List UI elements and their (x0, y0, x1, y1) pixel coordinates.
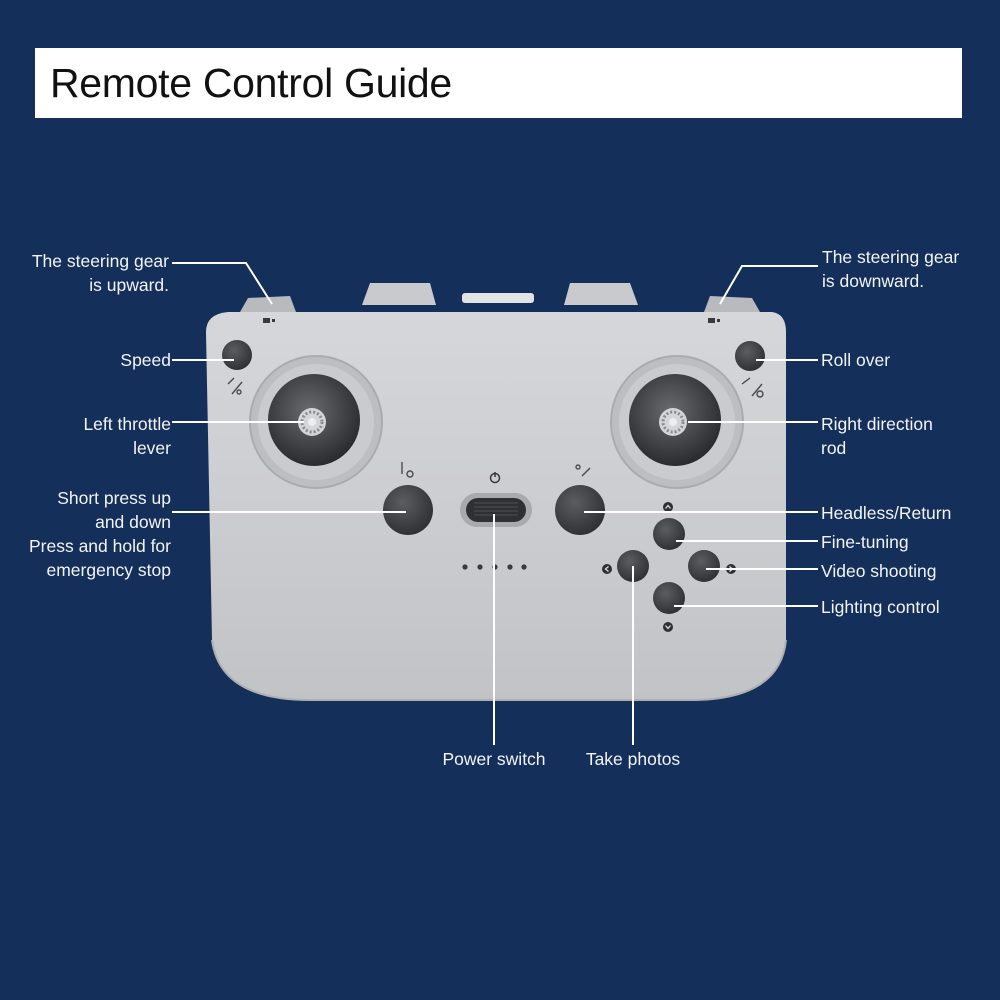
title-bar: Remote Control Guide (35, 48, 962, 118)
page-title: Remote Control Guide (50, 59, 452, 106)
roll-over-icon (741, 377, 764, 398)
arrow-icon (663, 502, 673, 512)
label-line: Short press up (57, 488, 171, 508)
headless-return-icon (575, 464, 591, 477)
joystick-icon (659, 408, 687, 436)
label-line: Video shooting (821, 561, 937, 581)
top-tabs (240, 283, 760, 312)
label-line: Lighting control (821, 597, 940, 617)
label-line: Headless/Return (821, 503, 952, 523)
label-steering-gear-downward: The steering gear is downward. (822, 245, 959, 293)
label-line: is upward. (89, 275, 169, 295)
label-line: lever (133, 438, 171, 458)
label-speed: Speed (120, 348, 171, 372)
speed-icon (227, 377, 243, 395)
headless-return-button[interactable] (555, 485, 605, 535)
label-left-throttle-lever: Left throttle lever (83, 412, 171, 460)
label-line: Left throttle (83, 414, 171, 434)
indicator-lights (462, 564, 527, 570)
label-lighting-control: Lighting control (821, 595, 940, 619)
label-line: Fine-tuning (821, 532, 909, 552)
label-line: Speed (120, 350, 171, 370)
label-headless-return: Headless/Return (821, 501, 951, 525)
label-line: Right direction (821, 414, 933, 434)
joystick-icon (298, 408, 326, 436)
video-shooting-button[interactable] (688, 550, 720, 582)
top-indicators (263, 318, 720, 323)
arrow-icon (663, 622, 673, 632)
power-switch[interactable] (460, 493, 532, 527)
label-line: The steering gear (31, 251, 169, 271)
takeoff-landing-button[interactable] (383, 485, 433, 535)
label-line: Take photos (585, 749, 681, 769)
label-fine-tuning: Fine-tuning (821, 530, 909, 554)
label-line: Roll over (821, 350, 891, 370)
left-throttle-lever[interactable] (249, 355, 383, 489)
power-icon (489, 472, 501, 484)
takeoff-landing-icon (401, 462, 414, 478)
leader-lines (172, 262, 818, 745)
label-take-photos: Take photos (563, 747, 703, 771)
label-right-direction-rod: Right direction rod (821, 412, 933, 460)
label-short-press: Short press up and down Press and hold f… (29, 486, 171, 582)
label-roll-over: Roll over (821, 348, 890, 372)
label-line: The steering gear (822, 247, 960, 267)
label-line: Power switch (442, 749, 546, 769)
label-line: and down (95, 512, 171, 532)
speed-button[interactable] (222, 340, 252, 370)
lighting-control-button[interactable] (653, 582, 685, 614)
label-line: is downward. (822, 271, 925, 291)
label-steering-gear-upward: The steering gear is upward. (32, 249, 169, 297)
label-video-shooting: Video shooting (821, 559, 936, 583)
label-line: emergency stop (46, 560, 171, 580)
label-line: rod (821, 438, 847, 458)
arrow-icon (602, 564, 612, 574)
label-power-switch: Power switch (424, 747, 564, 771)
fine-tuning-button[interactable] (653, 518, 685, 550)
roll-over-button[interactable] (735, 341, 765, 371)
right-direction-rod[interactable] (610, 355, 744, 489)
label-line: Press and hold for (28, 536, 171, 556)
